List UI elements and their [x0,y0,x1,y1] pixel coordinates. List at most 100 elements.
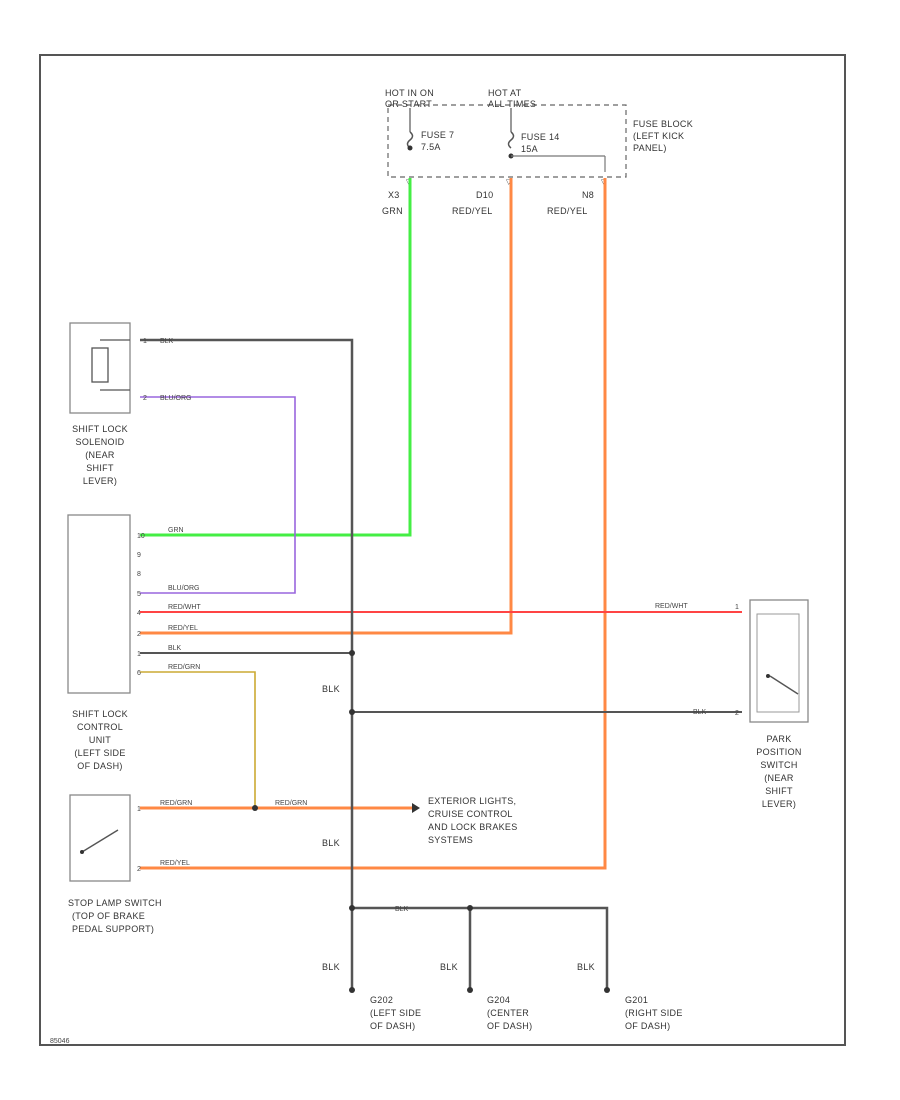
wire-red-grn [140,671,256,808]
control-unit-pin: 5 [137,591,141,598]
fuse-7-label: FUSE 7 [421,130,454,140]
wire-grn [140,178,412,537]
control-unit-label: UNIT [89,735,111,745]
stop-lamp-switch: 1 2 RED/GRN RED/GRN RED/YEL STOP LAMP SW… [68,794,307,934]
diagram-frame [39,54,846,1046]
ground-g201-label: (RIGHT SIDE [625,1008,683,1018]
solenoid-label: SHIFT LOCK [72,424,128,434]
park-switch-label: POSITION [756,747,801,757]
wire-blk [140,338,354,990]
control-unit-label: OF DASH) [77,761,122,771]
ground-g204-label: OF DASH) [487,1021,532,1031]
ground-g204-label: G204 [487,995,510,1005]
splice-dot [349,905,355,911]
wire-label-blk: BLK [322,838,340,848]
ground-wire-blk: BLK [322,962,340,972]
park-position-switch: 1 2 RED/WHT BLK PARK POSITION SWITCH (NE… [655,599,809,809]
fuse-block-label: PANEL) [633,143,667,153]
switch-contact [766,674,770,678]
fuse-block: HOT IN ON OR START HOT AT ALL TIMES FUSE… [385,88,693,186]
ground-dot [467,987,473,993]
park-switch-label: SWITCH [760,760,797,770]
ground-g201-label: OF DASH) [625,1021,670,1031]
hot-run-label: OR START [385,99,432,109]
stop-switch-label: PEDAL SUPPORT) [72,924,154,934]
fuse-7-rating: 7.5A [421,142,441,152]
ground-g202-label: G202 [370,995,393,1005]
solenoid-box [69,322,131,414]
park-switch-inner [756,613,800,713]
control-unit-label: CONTROL [77,722,123,732]
wire-label-x3: X3 [388,190,400,200]
control-unit-box [67,514,131,694]
control-unit-pin: 1 [137,651,141,658]
ground-g201-label: G201 [625,995,648,1005]
stop-pin-2: 2 [137,866,141,873]
control-unit-pin: 10 [137,533,145,540]
solenoid-label: SHIFT [86,463,114,473]
solenoid-label: LEVER) [83,476,117,486]
splice-dot [252,805,258,811]
splice-dot [467,905,473,911]
pin-label: ▽ [506,179,512,186]
arrow-icon [412,803,420,813]
park-switch-label: SHIFT [765,786,793,796]
switch-contact [80,850,84,854]
control-unit-label: (LEFT SIDE [74,748,125,758]
switch-blade-icon [769,675,799,695]
ground-dot [349,987,355,993]
control-unit-pin: 9 [137,552,141,559]
wire-label-grn: GRN [382,206,403,216]
solenoid-coil-icon [91,347,109,383]
fuse-14-icon [507,131,515,149]
fuse-block-label: FUSE BLOCK [633,119,693,129]
fuse-14-label: FUSE 14 [521,132,560,142]
splice-dot [349,709,355,715]
cu-wire-red-yel: RED/YEL [168,625,198,632]
ground-g202-label: OF DASH) [370,1021,415,1031]
park-pin-2: 2 [735,710,739,717]
hot-all-label: HOT AT [488,88,522,98]
ground-g202-label: (LEFT SIDE [370,1008,421,1018]
splice-dot [349,650,355,656]
control-unit-pin: 6 [137,670,141,677]
hot-run-label: HOT IN ON [385,88,434,98]
wire-blk [352,906,609,990]
cu-wire-red-grn: RED/GRN [168,664,200,671]
exterior-systems-label: SYSTEMS [428,835,473,845]
shift-lock-control-unit: 10 9 8 5 4 2 1 6 GRN BLU/ORG RED/WHT RED… [67,514,201,771]
stop-switch-label: (TOP OF BRAKE [72,911,145,921]
wire-label-n8: N8 [582,190,594,200]
control-unit-pin: 4 [137,610,141,617]
fuse-14-rating: 15A [521,144,538,154]
control-unit-pin: 8 [137,571,141,578]
figure-id: 85046 [50,1038,70,1045]
solenoid-wire-blk: BLK [160,338,174,345]
stop-wire-red-grn: RED/GRN [275,800,307,807]
exterior-systems-label: AND LOCK BRAKES [428,822,518,832]
wire-red-yel [140,178,513,635]
ground-wire-blk: BLK [577,962,595,972]
fuse-7-node [407,145,413,151]
fuse-block-outline [387,104,627,178]
solenoid-label: (NEAR [85,450,115,460]
control-unit-pin: 2 [137,631,141,638]
stop-wire-red-yel: RED/YEL [160,860,190,867]
park-switch-label: PARK [766,734,791,744]
wire-label-red-yel: RED/YEL [547,206,588,216]
stop-switch-label: STOP LAMP SWITCH [68,898,162,908]
control-unit-label: SHIFT LOCK [72,709,128,719]
wire-label-d10: D10 [476,190,493,200]
wire-blu-org [140,396,296,594]
exterior-systems-label: EXTERIOR LIGHTS, [428,796,516,806]
solenoid-label: SOLENOID [76,437,125,447]
solenoid-pin-1: 1 [143,338,147,345]
park-wire-red-wht: RED/WHT [655,603,688,610]
fuse-block-label: (LEFT KICK [633,131,684,141]
solenoid-wire-blu-org: BLU/ORG [160,395,192,402]
wire-red-yel [140,178,607,870]
cu-wire-blu-org: BLU/ORG [168,585,200,592]
fuse-7-icon [406,131,414,149]
park-pin-1: 1 [735,604,739,611]
cu-wire-grn: GRN [168,527,184,534]
